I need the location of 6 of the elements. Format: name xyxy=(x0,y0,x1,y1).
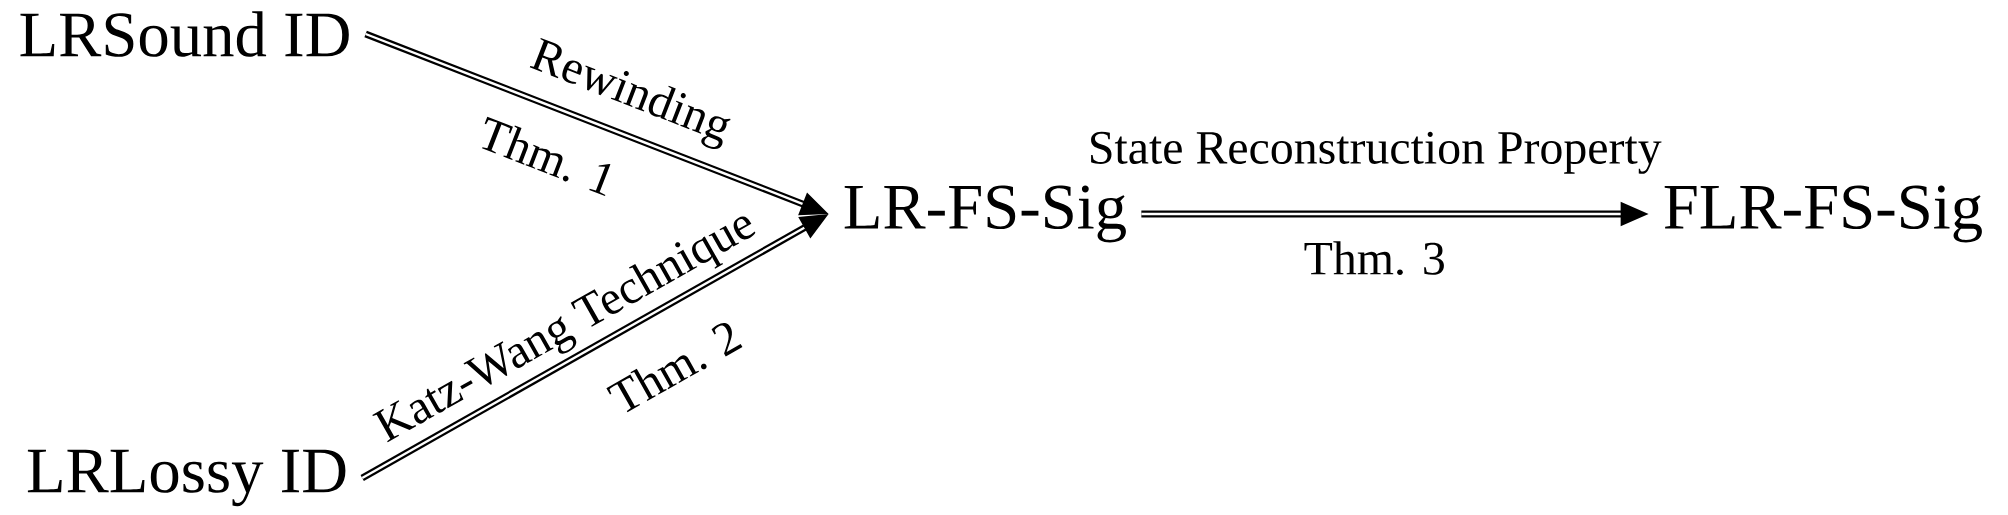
edge-label: State Reconstruction Property xyxy=(1091,131,1662,174)
scheme-label: LRLossy ID xyxy=(27,449,346,507)
scheme-label: LRSound ID xyxy=(20,11,349,57)
scheme-label: FLR-FS-Sig xyxy=(1664,185,1982,243)
scheme-label: LR-FS-Sig xyxy=(844,185,1126,243)
theorem-label: Thm. 3 xyxy=(1304,241,1444,276)
